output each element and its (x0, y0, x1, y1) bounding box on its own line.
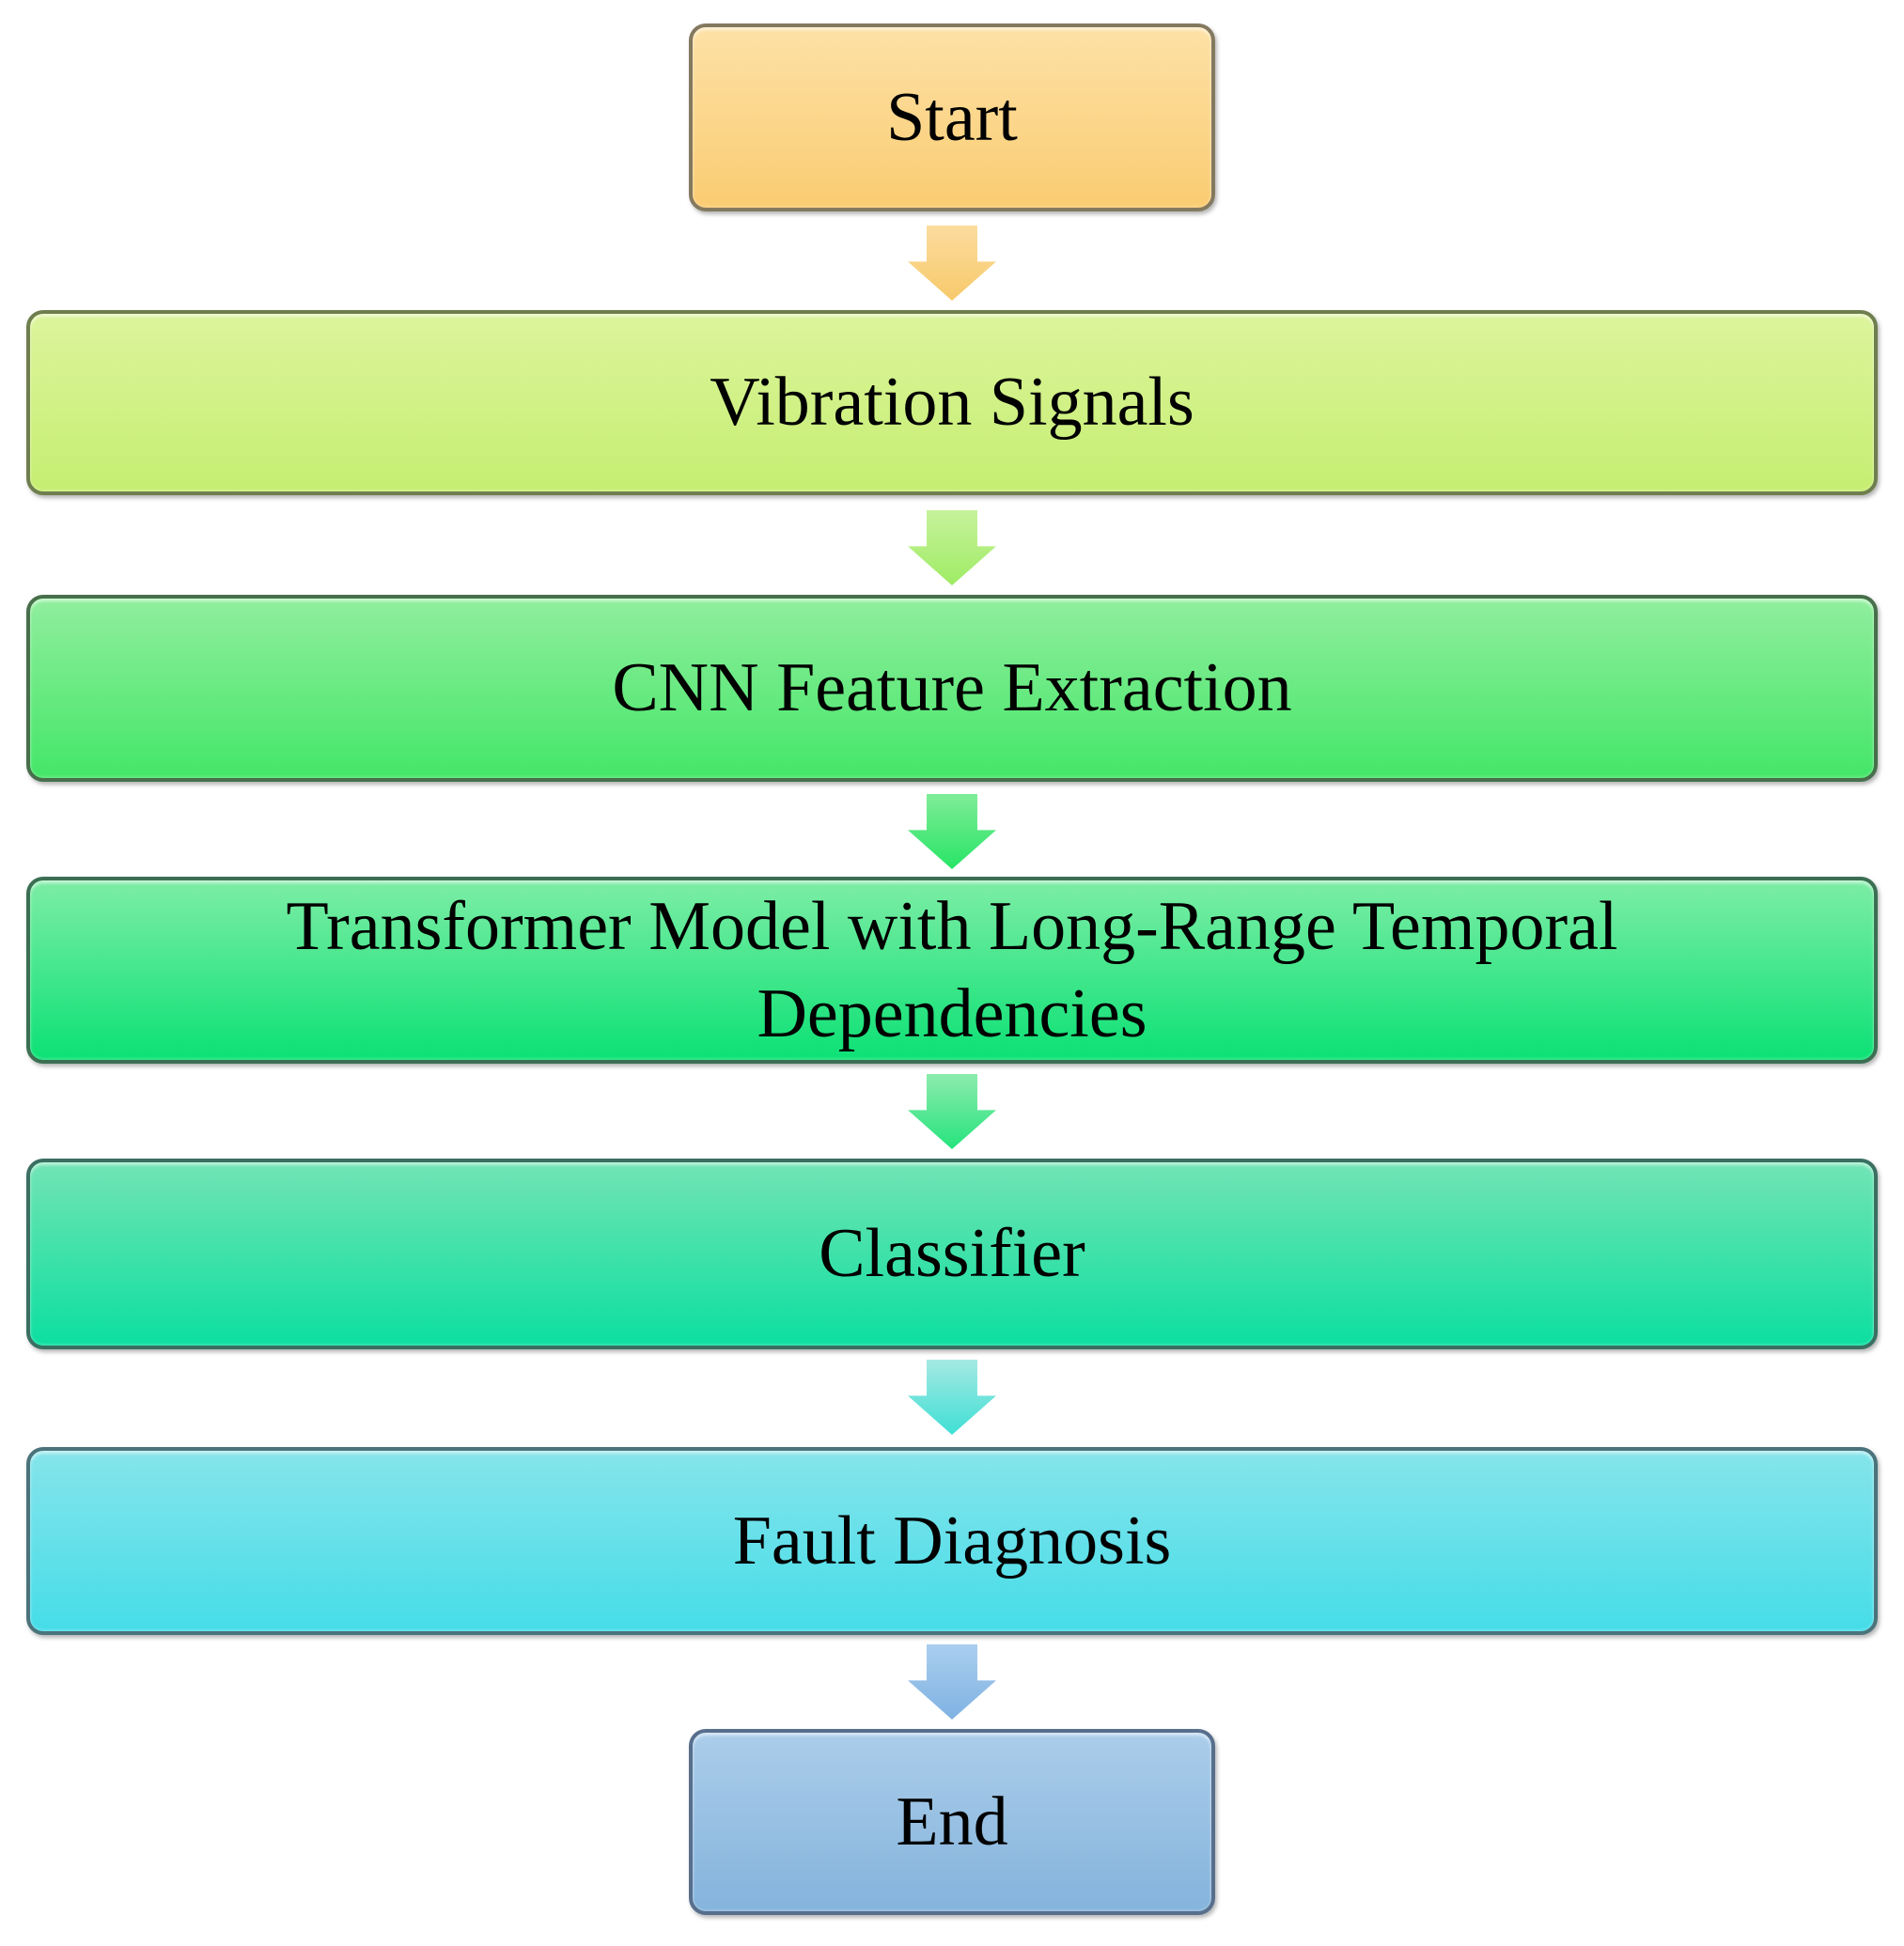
down-arrow-icon (908, 1644, 996, 1720)
flowchart-node-end: End (689, 1729, 1215, 1915)
node-cnn-feature-extraction-label: CNN Feature Extraction (612, 649, 1292, 727)
node-transformer-model-label: Transformer Model with Long-Range Tempor… (286, 888, 1618, 1052)
flowchart-node-start: Start (689, 23, 1215, 211)
node-fault-diagnosis-label: Fault Diagnosis (732, 1502, 1172, 1580)
node-vibration-signals-label: Vibration Signals (710, 364, 1194, 442)
down-arrow-icon (908, 1360, 996, 1435)
flowchart-node-classifier: Classifier (26, 1159, 1878, 1349)
flowchart-node-cnn-feature-extraction: CNN Feature Extraction (26, 595, 1878, 782)
node-end-label: End (896, 1783, 1008, 1860)
flowchart-node-transformer-model: Transformer Model with Long-Range Tempor… (26, 877, 1878, 1064)
down-arrow-icon (908, 510, 996, 585)
flowchart-node-vibration-signals: Vibration Signals (26, 310, 1878, 495)
node-start-label: Start (886, 78, 1018, 156)
down-arrow-icon (908, 226, 996, 301)
node-classifier-label: Classifier (819, 1215, 1085, 1293)
flowchart-node-fault-diagnosis: Fault Diagnosis (26, 1447, 1878, 1635)
down-arrow-icon (908, 794, 996, 869)
down-arrow-icon (908, 1074, 996, 1149)
